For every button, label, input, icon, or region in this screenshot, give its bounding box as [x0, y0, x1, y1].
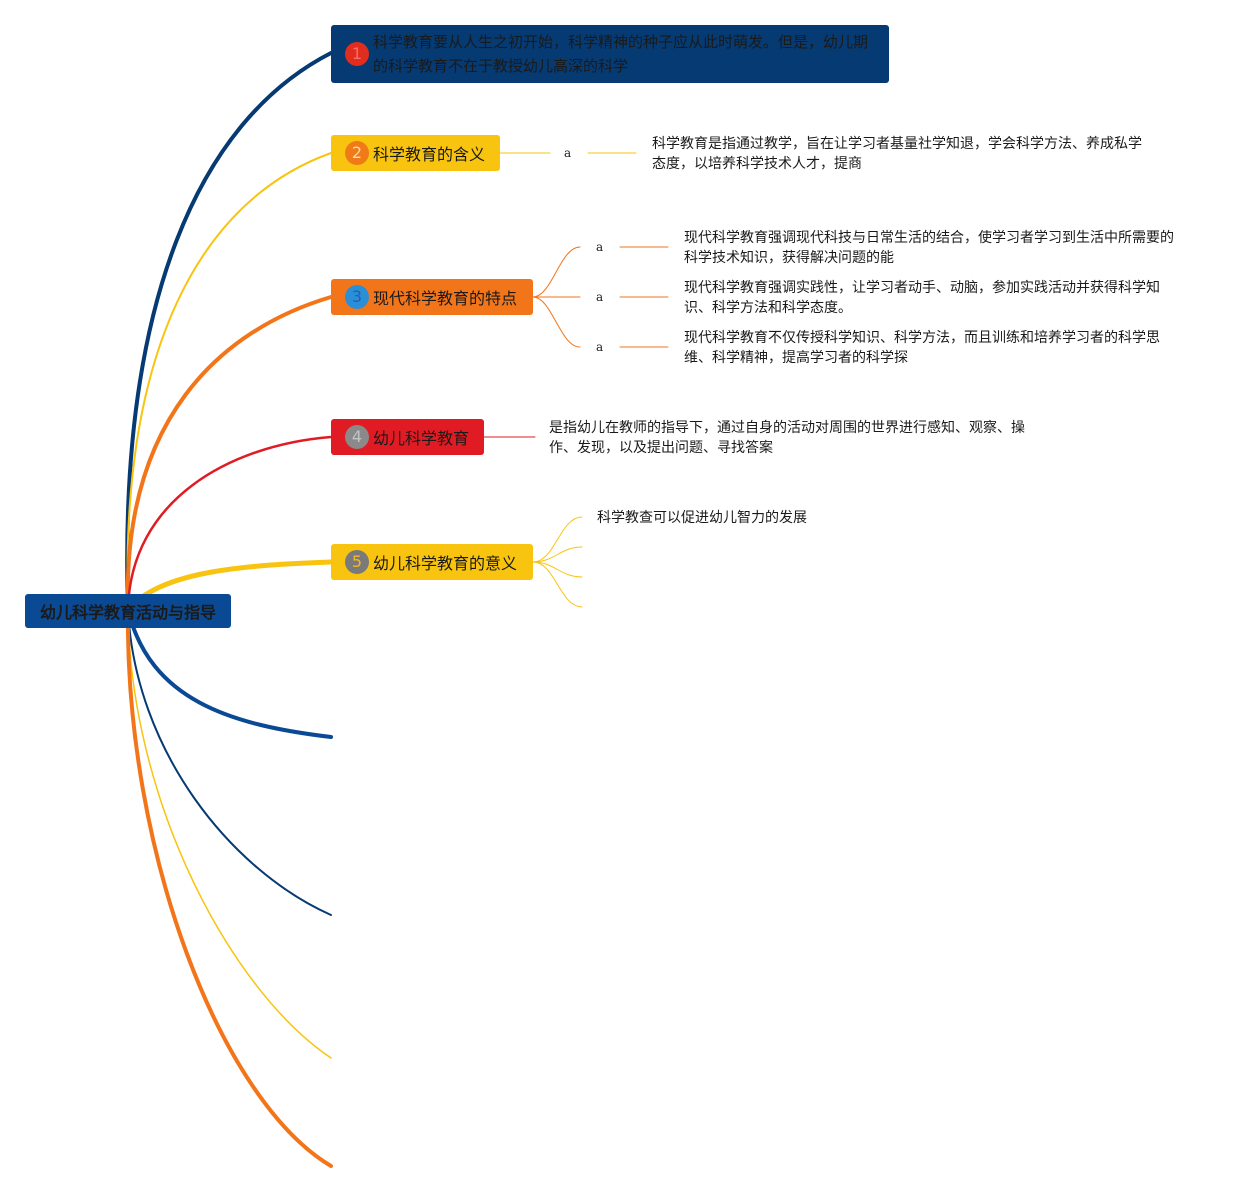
edge-root-branch-3: [125, 295, 333, 612]
branch-2-label: 科学教育的含义: [373, 145, 486, 164]
number-badge-3: 3: [345, 285, 369, 309]
leaf-3-text-3[interactable]: 现代科学教育不仅传授科学知识、科学方法，而且训练和培养学习者的科学思维、科学精神…: [684, 330, 1160, 366]
edge-root-empty-3: [127, 609, 332, 1059]
subtopic-3-a-1[interactable]: a: [596, 240, 604, 254]
edge-b5-child-4: [532, 561, 583, 608]
branch-3-label: 现代科学教育的特点: [373, 289, 518, 308]
subtopic-3-a-2[interactable]: a: [596, 290, 604, 304]
root-topic-label: 幼儿科学教育活动与指导: [39, 603, 216, 622]
edge-root-branch-1: [125, 51, 333, 612]
branch-topic-2[interactable]: 2 科学教育的含义: [331, 135, 500, 171]
number-badge-1: 1: [345, 42, 369, 66]
edge-root-empty-1: [126, 608, 333, 739]
leaf-3-text-2[interactable]: 现代科学教育强调实践性，让学习者动手、动脑，参加实践活动并获得科学知识、科学方法…: [684, 280, 1160, 316]
edge-b3-sub-1: [532, 246, 581, 298]
edge-b3-sub-3: [532, 296, 581, 348]
branch-topic-5[interactable]: 5 幼儿科学教育的意义: [331, 544, 533, 580]
number-badge-2: 2: [345, 141, 369, 165]
edge-root-branch-4: [126, 435, 333, 612]
number-badge-5: 5: [345, 550, 369, 574]
branch-4-label: 幼儿科学教育: [373, 429, 470, 448]
edge-root-empty-2: [127, 609, 332, 916]
leaf-4-text[interactable]: 是指幼儿在教师的指导下，通过自身的活动对周围的世界进行感知、观察、操作、发现，以…: [549, 420, 1025, 456]
subtopic-2-a[interactable]: a: [564, 146, 572, 160]
branch-5-label: 幼儿科学教育的意义: [373, 554, 518, 573]
number-badge-4: 4: [345, 425, 369, 449]
edge-b5-child-1: [532, 516, 583, 563]
leaf-5-text[interactable]: 科学教查可以促进幼儿智力的发展: [597, 510, 807, 526]
branch-topic-3[interactable]: 3 现代科学教育的特点: [331, 279, 533, 315]
leaf-3-text-1[interactable]: 现代科学教育强调现代科技与日常生活的结合，使学习者学习到生活中所需要的科学技术知…: [684, 230, 1174, 266]
subtopic-3-a-3[interactable]: a: [596, 340, 604, 354]
edge-b5-child-2: [532, 546, 583, 563]
branch-1-label: 科学教育要从人生之初开始，科学精神的种子应从此时萌发。但是，幼儿期的科学教育不在…: [373, 33, 869, 75]
edge-root-branch-2: [126, 152, 332, 611]
root-topic[interactable]: 幼儿科学教育活动与指导: [25, 594, 231, 628]
branch-topic-4[interactable]: 4 幼儿科学教育: [331, 419, 484, 455]
branch-topic-1[interactable]: 1 科学教育要从人生之初开始，科学精神的种子应从此时萌发。但是，幼儿期的科学教育…: [331, 25, 889, 83]
edge-root-empty-4: [125, 608, 333, 1168]
leaf-2-text[interactable]: 科学教育是指通过教学，旨在让学习者基量社学知退，学会科学方法、养成私学态度，以培…: [652, 136, 1142, 172]
